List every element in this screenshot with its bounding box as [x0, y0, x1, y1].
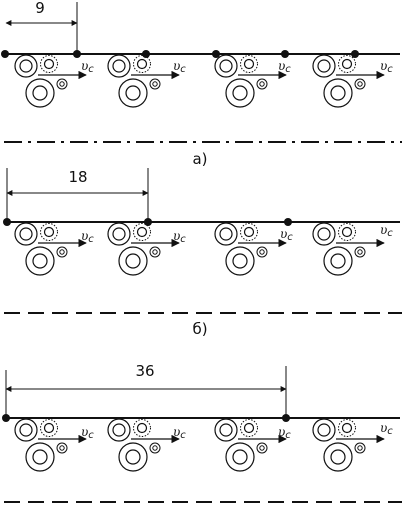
roller-unit	[313, 419, 384, 471]
contact-dot	[144, 218, 152, 226]
svg-text:υc: υc	[380, 421, 393, 437]
panel-c: 36 υc υc υc υc	[2, 362, 402, 503]
svg-text:υc: υc	[81, 229, 94, 245]
caption-a: а)	[192, 150, 207, 168]
dimension-label-a: 9	[35, 0, 45, 17]
roller-unit	[15, 55, 86, 107]
velocity-label: υc	[280, 227, 293, 243]
svg-text:υc: υc	[173, 425, 186, 441]
panel-b: 18 υc υc υc υc б)	[3, 168, 402, 338]
roller-unit	[15, 223, 86, 275]
velocity-label: υc	[380, 59, 393, 75]
contact-dot	[73, 50, 81, 58]
dimension-label-b: 18	[68, 168, 87, 186]
svg-text:υc: υc	[278, 425, 291, 441]
contact-dot	[281, 50, 289, 58]
contact-dot	[1, 50, 9, 58]
velocity-label: υc	[278, 59, 291, 75]
dimension-label-c: 36	[135, 362, 154, 380]
svg-text:υc: υc	[173, 59, 186, 75]
svg-text:υc: υc	[280, 227, 293, 243]
svg-text:υc: υc	[380, 59, 393, 75]
velocity-label: υc	[81, 229, 94, 245]
contact-dot	[282, 414, 290, 422]
roller-unit	[15, 419, 86, 471]
roller-unit	[215, 55, 286, 107]
roller-unit	[108, 419, 179, 471]
velocity-label: υc	[173, 229, 186, 245]
velocity-label: υc	[278, 425, 291, 441]
velocity-label: υc	[81, 425, 94, 441]
roller-unit	[215, 419, 286, 471]
roller-unit	[313, 223, 384, 275]
svg-text:υc: υc	[81, 59, 94, 75]
contact-dot	[142, 50, 150, 58]
roller-unit	[108, 223, 179, 275]
svg-text:υc: υc	[81, 425, 94, 441]
roller-unit	[313, 55, 384, 107]
contact-dot	[351, 50, 359, 58]
roller-unit	[108, 55, 179, 107]
caption-b: б)	[192, 320, 207, 338]
contact-dot	[2, 414, 10, 422]
svg-text:υc: υc	[380, 223, 393, 239]
svg-text:υc: υc	[173, 229, 186, 245]
contact-dot	[284, 218, 292, 226]
velocity-label: υc	[173, 425, 186, 441]
panel-a: 9 υc υc υc υc а)	[1, 0, 402, 168]
velocity-label: υc	[81, 59, 94, 75]
velocity-label: υc	[380, 421, 393, 437]
velocity-label: υc	[380, 223, 393, 239]
velocity-label: υc	[173, 59, 186, 75]
contact-dot	[3, 218, 11, 226]
roller-unit	[215, 223, 286, 275]
svg-text:υc: υc	[278, 59, 291, 75]
contact-dot	[212, 50, 220, 58]
